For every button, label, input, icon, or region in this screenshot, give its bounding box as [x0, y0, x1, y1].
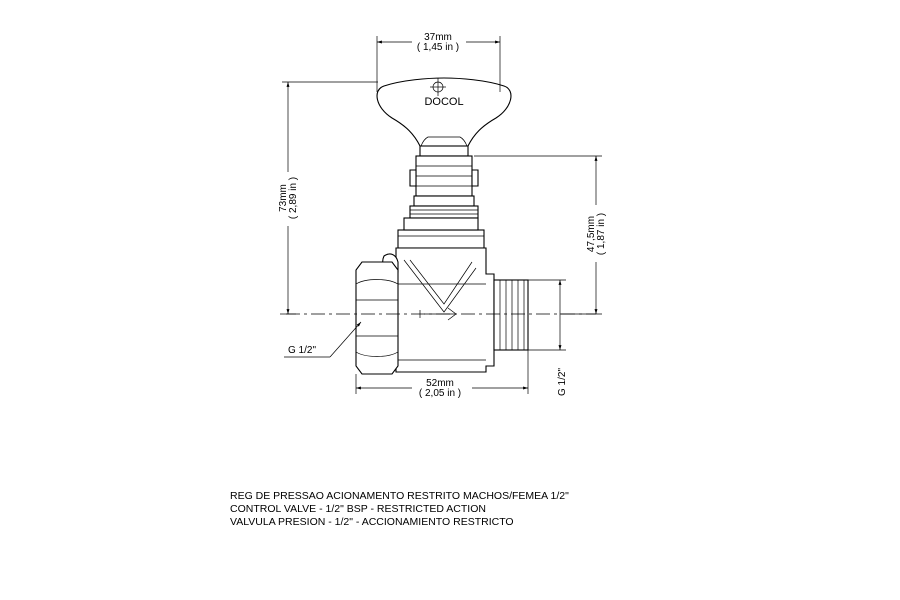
dimension-right-height: 47,5mm ( 1,87 in ) [474, 155, 607, 315]
bonnet [397, 217, 485, 249]
dim-right-metric: 47,5mm [586, 216, 597, 252]
dim-top-metric: 37mm [424, 32, 452, 43]
dimension-left-height: 73mm ( 2,89 in ) [278, 81, 378, 315]
dimension-right-thread: G 1/2" [528, 279, 568, 396]
thread-right-label: G 1/2" [557, 368, 568, 396]
key-stem [409, 145, 479, 219]
dimension-left-thread: G 1/2" [284, 321, 362, 358]
dim-left-metric: 73mm [278, 184, 289, 212]
dim-right-imperial: ( 1,87 in ) [596, 213, 607, 255]
valve-drawing: DOCOL [286, 77, 596, 375]
dim-bottom-metric: 52mm [426, 378, 454, 389]
caption-line-1: REG DE PRESSAO ACIONAMENTO RESTRITO MACH… [230, 490, 569, 502]
caption: REG DE PRESSAO ACIONAMENTO RESTRITO MACH… [230, 490, 569, 528]
caption-line-2: CONTROL VALVE - 1/2" BSP - RESTRICTED AC… [230, 503, 486, 515]
key-handle: DOCOL [376, 77, 512, 147]
dimension-bottom-width: 52mm ( 2,05 in ) [355, 350, 529, 399]
right-male-thread [493, 279, 529, 351]
left-hex-nut [355, 261, 399, 375]
dimension-top-width: 37mm ( 1,45 in ) [376, 32, 501, 92]
dim-top-imperial: ( 1,45 in ) [417, 42, 459, 53]
valve-body [382, 247, 495, 373]
thread-left-label: G 1/2" [288, 345, 316, 356]
dim-bottom-imperial: ( 2,05 in ) [419, 388, 461, 399]
brand-logo-text: DOCOL [424, 96, 463, 108]
caption-line-3: VALVULA PRESION - 1/2" - ACCIONAMIENTO R… [230, 516, 514, 528]
dim-left-imperial: ( 2,89 in ) [288, 177, 299, 219]
